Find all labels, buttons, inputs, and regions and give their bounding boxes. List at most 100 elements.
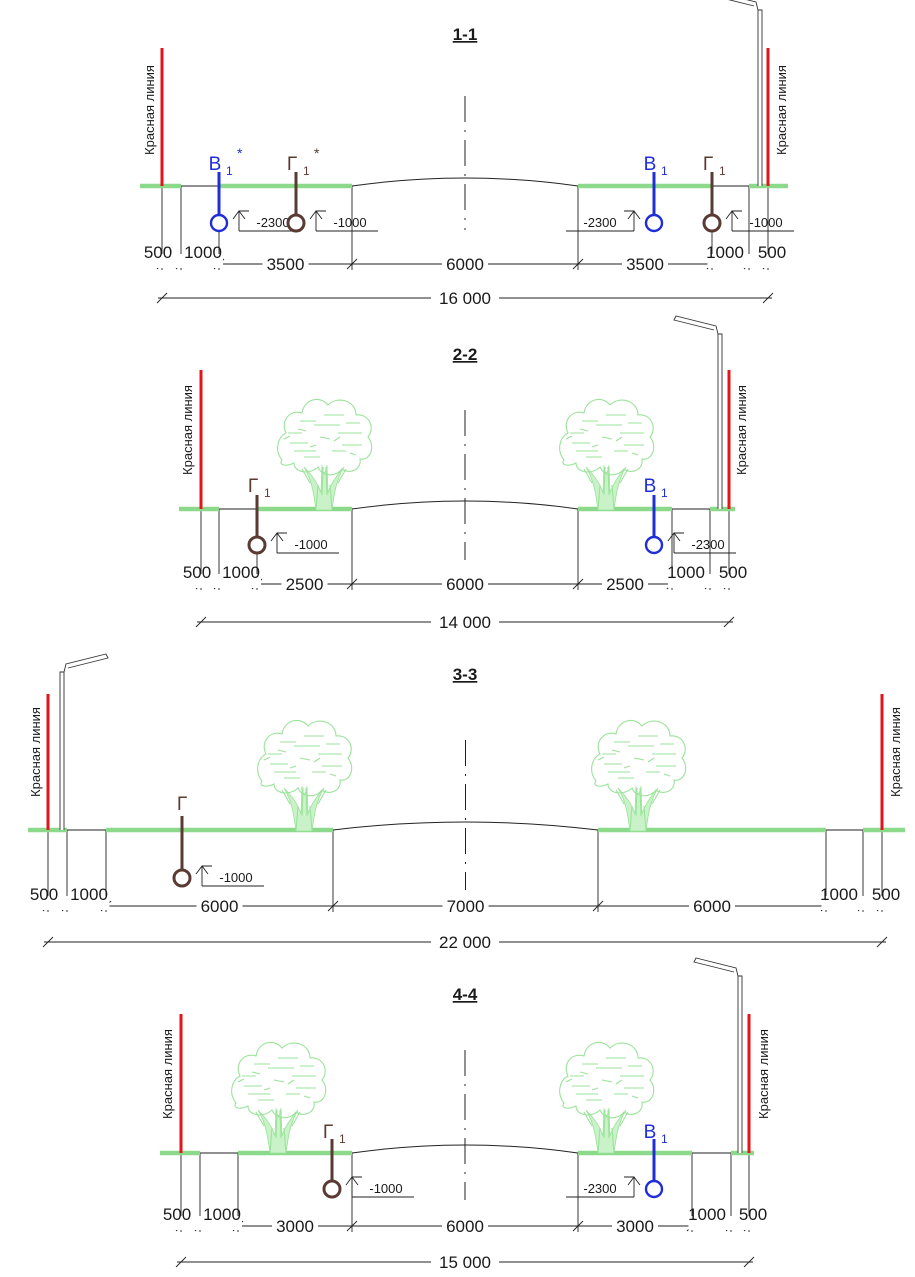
label-mask	[196, 896, 243, 910]
pipe-circle-icon	[644, 213, 664, 233]
dimension-value: 7000	[447, 897, 485, 916]
tree-icon	[559, 398, 655, 511]
utility-mark: *	[237, 145, 243, 161]
dimension-value: 500	[183, 563, 211, 582]
depth-value: -1000	[294, 537, 327, 552]
label-mask	[722, 1216, 758, 1230]
depth-mark: -1000	[725, 210, 794, 232]
dimension-value: 3000	[616, 1217, 654, 1236]
utility-index: 1	[226, 164, 233, 178]
carriageway-crown	[351, 177, 579, 187]
dimension-tick	[327, 900, 339, 912]
depth-value: -1000	[749, 215, 782, 230]
dimension-value: 6000	[201, 897, 239, 916]
utility-label: В	[644, 154, 657, 175]
dimension-value: 2500	[286, 575, 324, 594]
street-lamp	[693, 957, 743, 1153]
dimension-tick	[195, 616, 207, 628]
utility-mark: *	[314, 145, 320, 161]
pipe-circle-icon	[644, 1179, 664, 1199]
dimension-tick	[346, 258, 358, 270]
dimension-value: 500	[739, 1205, 767, 1224]
depth-mark: -2300	[667, 532, 736, 554]
dimension-value: 500	[144, 243, 172, 262]
utility-label: В	[644, 476, 657, 497]
red-line-label: Красная линия	[142, 65, 157, 155]
dimension-value: 1000	[688, 1205, 726, 1224]
label-mask	[177, 254, 223, 268]
dimension-tick	[346, 578, 358, 590]
depth-value: -2300	[256, 215, 289, 230]
dimension-value: 500	[30, 885, 58, 904]
depth-mark: -2300	[566, 210, 641, 232]
utility-label: В	[644, 1122, 657, 1143]
label-mask	[63, 896, 110, 910]
dimension-value: 1000	[70, 885, 108, 904]
label-mask	[431, 612, 499, 628]
pipe-circle-icon	[286, 213, 306, 233]
total-width: 22 000	[439, 933, 491, 952]
red-line-label: Красная линия	[160, 1029, 175, 1119]
label-mask	[272, 1216, 318, 1230]
pipe-circle-icon	[247, 535, 267, 555]
depth-mark: -1000	[270, 532, 339, 554]
utility-index: 1	[264, 486, 271, 500]
pipe-circle-icon	[702, 213, 722, 233]
carriageway-crown	[332, 821, 599, 831]
depth-value: -2300	[583, 1181, 616, 1196]
dimension-tick	[572, 1220, 584, 1232]
section-title: 3-3	[453, 665, 478, 684]
total-width: 16 000	[439, 289, 491, 308]
pipe-circle-icon	[172, 868, 192, 888]
red-line-label: Красная линия	[28, 707, 43, 797]
utility-label: Г	[287, 154, 297, 175]
depth-mark: -1000	[345, 1176, 414, 1198]
section-title: 4-4	[453, 985, 478, 1004]
dimension-tick	[743, 1256, 755, 1268]
dimension-value: 500	[719, 563, 747, 582]
label-mask	[740, 254, 777, 268]
utility-line: Г -1000	[172, 794, 264, 888]
dimension-value: 1000	[820, 885, 858, 904]
label-mask	[622, 254, 668, 268]
utility-index: 1	[339, 1132, 346, 1146]
utility-label: В	[209, 154, 222, 175]
dimension-value: 2500	[606, 575, 644, 594]
utility-index: 1	[661, 486, 668, 500]
total-width: 14 000	[439, 613, 491, 632]
label-mask	[689, 896, 735, 910]
dimension-value: 6000	[446, 1217, 484, 1236]
utility-index: 1	[303, 164, 310, 178]
dimension-value: 1000	[222, 563, 260, 582]
depth-value: -1000	[333, 215, 366, 230]
dimension-value: 6000	[446, 255, 484, 274]
tree-icon	[559, 1041, 655, 1154]
label-mask	[431, 1252, 499, 1268]
street-lamp	[59, 653, 109, 830]
utility-label: Г	[323, 1122, 333, 1143]
dimension-value: 6000	[446, 575, 484, 594]
utility-label: Г	[703, 154, 713, 175]
label-mask	[431, 288, 499, 304]
dimension-tick	[723, 616, 735, 628]
red-line-label: Красная линия	[734, 385, 749, 475]
label-mask	[281, 574, 328, 588]
depth-mark: -1000	[195, 865, 264, 887]
dimension-value: 1000	[706, 243, 744, 262]
label-mask	[854, 896, 891, 910]
depth-mark: -1000	[309, 210, 378, 232]
utility-label: Г	[177, 794, 187, 815]
dimension-tick	[346, 1220, 358, 1232]
dimension-tick	[572, 258, 584, 270]
